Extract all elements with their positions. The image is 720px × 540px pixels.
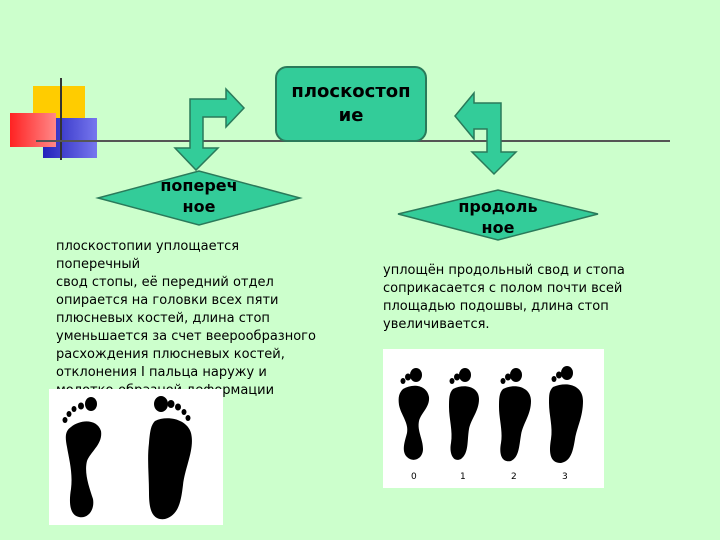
longitudinal-label-line-2: ное <box>481 217 515 237</box>
transverse-label: попереч ное <box>149 176 249 218</box>
left-connector-arrow <box>173 87 246 172</box>
longitudinal-desc-line: площадью подошвы, длина стоп <box>383 299 609 314</box>
transverse-desc-line: опирается на головки всех пяти <box>56 293 279 308</box>
footprints-illustration <box>62 396 192 520</box>
title-line-2: ие <box>338 105 364 126</box>
longitudinal-desc-line: уплощён продольный свод и стопа <box>383 263 625 278</box>
longitudinal-label-line-1: продоль <box>458 197 538 216</box>
longitudinal-desc-line: соприкасается с полом почти всей <box>383 281 623 296</box>
transverse-desc-line: плоскостопии уплощается поперечный <box>56 239 240 272</box>
decor-vertical-line <box>60 78 62 160</box>
transverse-desc-line: свод стопы, её передний отдел <box>56 275 274 290</box>
longitudinal-description: уплощён продольный свод и стопа соприкас… <box>383 262 643 334</box>
longitudinal-desc-line: увеличивается. <box>383 317 490 332</box>
transverse-diamond <box>95 170 303 226</box>
longitudinal-diamond <box>397 189 599 241</box>
footprint-number: 0 <box>411 472 417 482</box>
transverse-desc-line: расхождения плюсневых костей, <box>56 347 285 362</box>
main-concept-box: плоскостоп ие <box>275 66 427 142</box>
right-connector-arrow <box>454 90 518 176</box>
transverse-description: плоскостопии уплощается поперечный свод … <box>56 238 326 418</box>
longitudinal-label: продоль ное <box>448 197 548 239</box>
longitudinal-footprints-image: 0 1 2 3 <box>383 349 604 488</box>
transverse-label-line-1: попереч <box>160 176 238 195</box>
footprints-series-illustration: 0 1 2 3 <box>398 366 583 482</box>
footprint-number: 2 <box>511 472 517 482</box>
transverse-desc-line: плюсневых костей, длина стоп <box>56 311 270 326</box>
transverse-desc-line: уменьшается за счет веерообразного <box>56 329 316 344</box>
footprint-number: 3 <box>562 472 568 482</box>
title-line-1: плоскостоп <box>291 80 411 102</box>
footprint-number: 1 <box>460 472 466 482</box>
transverse-footprints-image <box>49 389 223 525</box>
transverse-desc-line: отклонения I пальца наружу и <box>56 365 267 380</box>
transverse-label-line-2: ное <box>182 196 216 216</box>
